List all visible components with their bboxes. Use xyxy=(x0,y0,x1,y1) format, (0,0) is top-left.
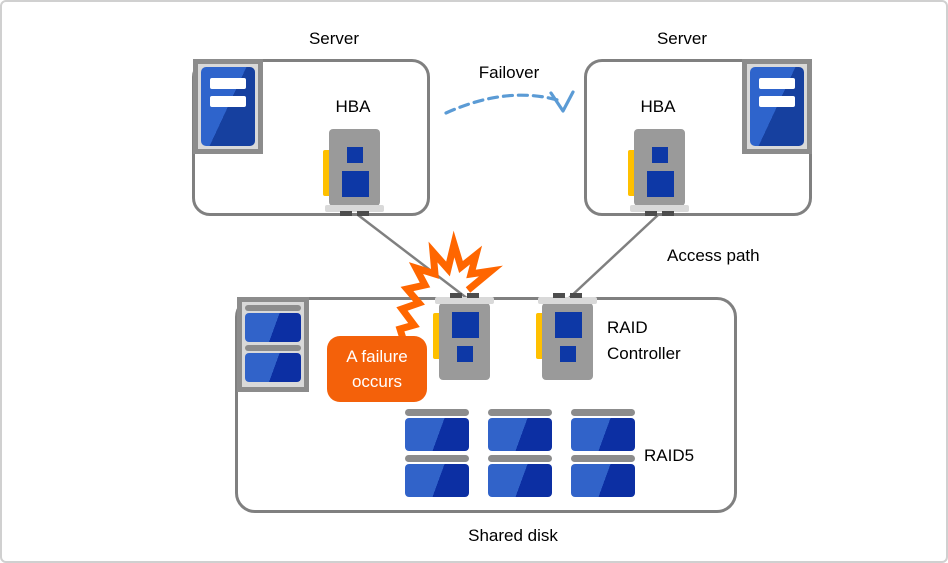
card-pin xyxy=(450,293,462,298)
card-pin xyxy=(662,211,674,216)
hba-card-icon-left xyxy=(323,129,385,216)
card-pin xyxy=(340,211,352,216)
disk-icon xyxy=(571,409,635,451)
raid-controller-label-line2: Controller xyxy=(607,344,681,364)
server-slot xyxy=(210,78,246,89)
card-pin xyxy=(357,211,369,216)
disk-cap xyxy=(405,409,469,416)
card-edge-connector xyxy=(325,205,384,212)
card-pin xyxy=(553,293,565,298)
card-pin xyxy=(645,211,657,216)
disk-icon xyxy=(488,409,552,451)
raid-controller-card-icon-right xyxy=(536,293,598,380)
failover-label: Failover xyxy=(478,63,540,82)
card-chip xyxy=(647,171,674,197)
card-bracket xyxy=(323,150,331,196)
server-label-right: Server xyxy=(656,29,708,48)
server-tower-face xyxy=(750,67,804,146)
failover-arrowhead-icon xyxy=(549,90,575,113)
disk-icon xyxy=(245,345,301,382)
disk-icon xyxy=(405,409,469,451)
hba-label-right: HBA xyxy=(640,97,676,116)
hba-card-icon-right xyxy=(628,129,690,216)
hba-label-left: HBA xyxy=(335,97,371,116)
access-path-line-left xyxy=(357,214,469,300)
disk-cap xyxy=(571,409,635,416)
card-edge-connector xyxy=(630,205,689,212)
card-edge-connector xyxy=(435,297,494,304)
card-pin xyxy=(570,293,582,298)
server-tower-icon-left xyxy=(193,59,263,154)
card-body xyxy=(542,303,593,380)
card-chip xyxy=(457,346,473,362)
disk-cap xyxy=(488,409,552,416)
disk-platter xyxy=(245,313,301,342)
card-chip xyxy=(555,312,582,338)
raid5-disk-array xyxy=(405,409,635,497)
disk-cap xyxy=(571,455,635,462)
card-body xyxy=(439,303,490,380)
server-slot xyxy=(759,96,795,107)
server-tower-icon-right xyxy=(742,59,812,154)
failure-badge-line2: occurs xyxy=(351,372,403,391)
card-pin xyxy=(467,293,479,298)
disk-platter xyxy=(571,464,635,497)
disk-icon xyxy=(571,455,635,497)
card-chip xyxy=(452,312,479,338)
card-chip xyxy=(342,171,369,197)
disk-cap xyxy=(245,345,301,351)
raid-controller-label: RAID Controller xyxy=(607,315,681,368)
disk-icon xyxy=(245,305,301,342)
shared-disk-label: Shared disk xyxy=(468,526,558,545)
raid5-label: RAID5 xyxy=(644,446,695,465)
server-label-left: Server xyxy=(308,29,360,48)
card-bracket xyxy=(628,150,636,196)
server-tower-face xyxy=(201,67,255,146)
card-body xyxy=(634,129,685,206)
storage-unit-icon xyxy=(237,297,309,392)
failover-arrow-icon xyxy=(444,93,563,115)
raid-controller-card-icon-left xyxy=(433,293,495,380)
disk-cap xyxy=(488,455,552,462)
disk-icon xyxy=(488,455,552,497)
access-path-label: Access path xyxy=(667,246,760,265)
card-chip xyxy=(652,147,668,163)
server-slot xyxy=(210,96,246,107)
card-chip xyxy=(347,147,363,163)
card-body xyxy=(329,129,380,206)
card-edge-connector xyxy=(538,297,597,304)
disk-platter xyxy=(571,418,635,451)
disk-platter xyxy=(245,353,301,382)
failure-badge-line1: A failure xyxy=(346,346,408,366)
disk-platter xyxy=(488,464,552,497)
disk-platter xyxy=(405,418,469,451)
disk-icon xyxy=(405,455,469,497)
disk-cap xyxy=(405,455,469,462)
disk-platter xyxy=(405,464,469,497)
disk-cap xyxy=(245,305,301,311)
access-path-line-right xyxy=(567,214,659,300)
card-chip xyxy=(560,346,576,362)
server-slot xyxy=(759,78,795,89)
raid-controller-label-line1: RAID xyxy=(607,318,648,337)
disk-platter xyxy=(488,418,552,451)
failure-badge: A failure occurs xyxy=(327,336,427,402)
